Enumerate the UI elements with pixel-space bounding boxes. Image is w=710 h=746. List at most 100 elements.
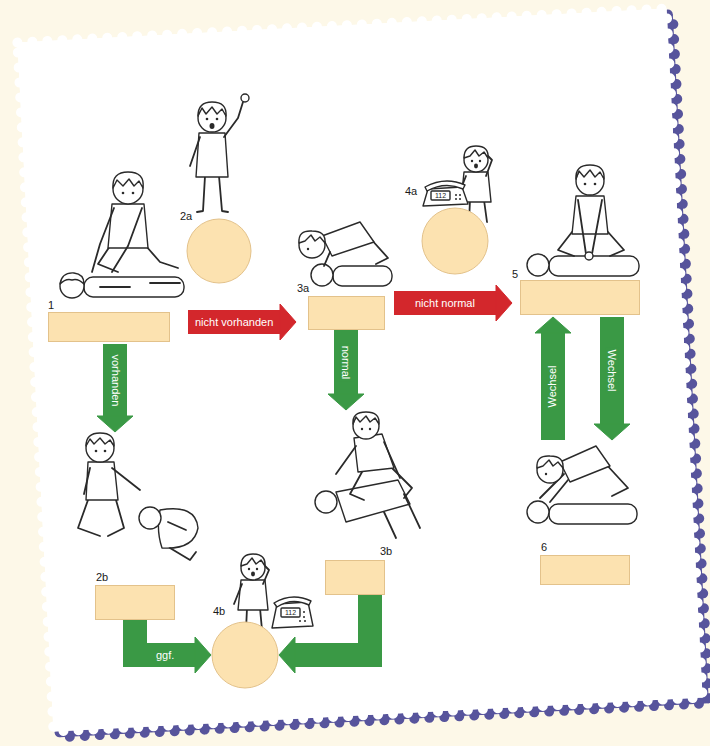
figure-turning-patient (353, 412, 379, 424)
figure-check-response (122, 192, 125, 195)
figure-check-response (60, 273, 84, 284)
arrow-label: nicht normal (413, 297, 477, 310)
figure-turning-patient (336, 442, 400, 478)
phone-icon (303, 616, 305, 618)
step-number: 2b (96, 571, 108, 583)
arrow-connector (594, 317, 630, 440)
figure-check-response (60, 172, 184, 298)
figure-call-for-help (206, 118, 209, 121)
step-number: 3b (380, 545, 392, 557)
step-circle-outline (211, 621, 279, 689)
arrow-connector (279, 595, 370, 673)
figure-check-response (98, 246, 178, 272)
figure-call-for-help (210, 123, 215, 129)
figure-rescue-breaths (527, 446, 637, 524)
arrow-body (541, 333, 565, 440)
answer-box (540, 555, 630, 585)
figure-emergency-call (251, 572, 255, 577)
figure-emergency-call (234, 554, 269, 630)
step-number: 1 (48, 299, 54, 311)
arrow-body (394, 291, 496, 315)
figure-chest-compressions (527, 165, 639, 276)
answer-box (325, 560, 385, 595)
figure-emergency-call (471, 160, 473, 162)
arrow-head (97, 416, 133, 432)
step-circle: 4b (211, 621, 279, 689)
figure-rescue-breaths (560, 446, 610, 482)
arrow-body (188, 310, 280, 334)
arrow-connector (394, 285, 512, 321)
phone-icon (425, 181, 465, 191)
card-sheet (17, 8, 702, 731)
step-box: 2b (65, 432, 200, 620)
arrow-body (600, 317, 624, 424)
step-number: 2a (180, 210, 192, 222)
step-circle-outline (422, 208, 488, 274)
phone-icon (459, 198, 461, 200)
card-sheet (17, 8, 702, 731)
phone-icon (303, 611, 305, 613)
figure-chest-compressions (584, 183, 587, 186)
phone-icon (459, 194, 461, 196)
figure-call-for-help (197, 176, 228, 212)
figure-call-for-help (241, 94, 249, 102)
figure-chest-compressions (549, 256, 639, 276)
phone-icon (431, 191, 450, 200)
figure-emergency-call (464, 146, 488, 158)
figure-check-breathing (307, 248, 309, 250)
step-number: 5 (512, 268, 518, 280)
phone-icon (304, 620, 306, 622)
arrow-head (195, 637, 211, 673)
step-circle: 2a (186, 218, 252, 284)
step-number: 3a (297, 282, 309, 294)
figure-call-for-help (198, 102, 226, 116)
arrow-body (295, 595, 370, 655)
phone-icon (272, 597, 313, 628)
phone-number: 112 (431, 191, 450, 200)
step-circle-outline (212, 622, 278, 688)
arrow-label: normal (339, 343, 352, 381)
figure-emergency-call (474, 164, 478, 169)
figure-turning-patient (353, 413, 379, 439)
figure-recovery-position (78, 433, 198, 560)
phone-icon (281, 608, 300, 617)
figure-emergency-call (256, 568, 258, 570)
figure-turning-patient (361, 428, 363, 430)
figure-chest-compressions (594, 183, 597, 186)
step-box: 5 (512, 160, 642, 317)
figure-recovery-position (95, 450, 98, 453)
step-box: 6 (520, 440, 640, 588)
figure-recovery-position (158, 509, 198, 548)
step-number: 4b (213, 605, 225, 617)
figure-check-breathing (333, 266, 392, 286)
figure-recovery-position (78, 500, 124, 536)
step-number: 4a (405, 185, 417, 197)
phone-number: 112 (281, 608, 300, 617)
arrow-body (334, 330, 358, 394)
phone-icon (423, 181, 468, 206)
step-box: 3b (300, 410, 425, 595)
arrow-connector (535, 317, 571, 440)
arrow-connector (188, 304, 296, 340)
answer-box (520, 280, 640, 315)
figure-recovery-position (86, 433, 114, 446)
figure-emergency-call (241, 554, 265, 566)
step-number: 6 (541, 541, 547, 553)
arrow-connector (97, 344, 133, 432)
figure-check-response (84, 277, 184, 297)
phone-icon (455, 198, 457, 200)
arrow-label: vorhanden (109, 352, 122, 408)
arrow-head (594, 424, 630, 440)
answer-box (95, 585, 175, 620)
step-circle-outline (421, 207, 489, 275)
figure-chest-compressions (585, 252, 593, 260)
figure-call-for-help (216, 118, 219, 121)
figure-check-response (92, 208, 142, 272)
arrow-body (103, 344, 127, 416)
figure-check-breathing (299, 231, 325, 243)
arrow-label: Wechsel (605, 348, 618, 394)
